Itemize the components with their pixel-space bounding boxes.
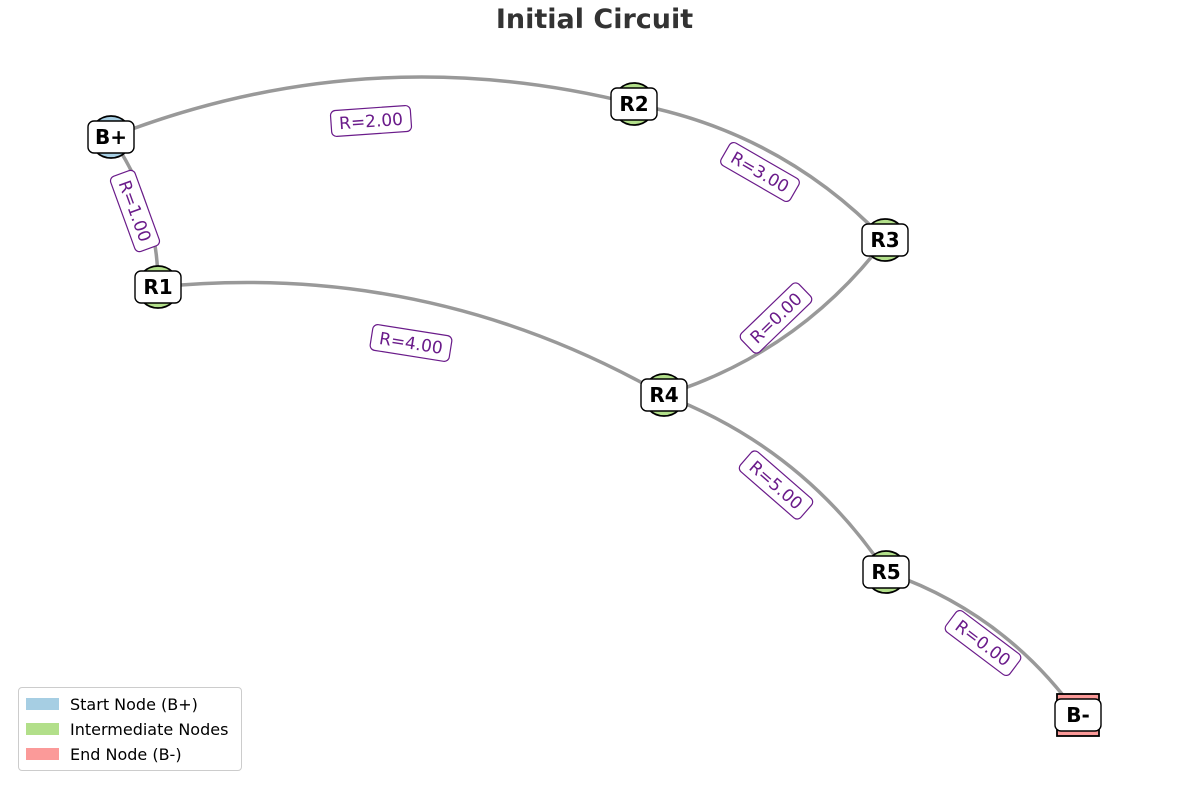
edge-label-box	[720, 141, 800, 203]
node-label: R2	[619, 92, 648, 116]
node-bplus: B+	[87, 115, 135, 159]
node-label: R3	[870, 228, 899, 252]
edge-label: R=5.00	[738, 450, 814, 520]
node-label-box	[861, 223, 909, 257]
legend-label-end: End Node (B-)	[70, 744, 182, 764]
edge-label-text: R=2.00	[338, 110, 403, 134]
diagram-title: Initial Circuit	[495, 4, 694, 35]
edge-label: R=2.00	[329, 104, 413, 138]
edge-label-box	[944, 609, 1022, 677]
legend: Start Node (B+) Intermediate Nodes End N…	[18, 687, 242, 771]
legend-label-start: Start Node (B+)	[70, 694, 198, 714]
edge-r1-r4	[156, 280, 666, 397]
edge-r5-bminus	[884, 570, 1080, 717]
legend-item-end: End Node (B-)	[26, 744, 182, 764]
legend-item-start: Start Node (B+)	[26, 694, 198, 714]
node-label: B+	[95, 125, 127, 149]
edge-label-box	[738, 450, 814, 520]
node-label: R1	[143, 275, 172, 299]
legend-swatch-end	[26, 748, 59, 760]
edge-label-box	[369, 324, 453, 362]
node-r1: R1	[134, 265, 182, 309]
node-r3: R3	[861, 218, 909, 262]
edge-r3-r4	[662, 238, 887, 397]
node-label-box	[1054, 698, 1102, 732]
node-label-box	[610, 87, 658, 121]
edge-label-box	[329, 104, 413, 138]
legend-item-intermediate: Intermediate Nodes	[26, 719, 228, 739]
node-label: R5	[871, 560, 900, 584]
node-label-box	[862, 555, 910, 589]
edge-label-box	[109, 169, 161, 253]
node-label-box	[640, 378, 688, 412]
edges-layer	[109, 75, 1080, 717]
edge-r2-r3	[632, 102, 887, 242]
legend-label-intermediate: Intermediate Nodes	[70, 719, 229, 739]
node-label: R4	[649, 383, 678, 407]
node-label-box	[87, 120, 135, 154]
edge-label-box	[739, 282, 813, 354]
edge-bplus-r2	[109, 75, 636, 139]
edge-label: R=3.00	[720, 141, 800, 203]
node-r4: R4	[640, 373, 688, 417]
node-r5: R5	[862, 550, 910, 594]
node-bminus: B-	[1054, 693, 1102, 737]
legend-swatch-intermediate	[26, 723, 59, 735]
node-label-box	[134, 270, 182, 304]
node-r2: R2	[610, 82, 658, 126]
node-label: B-	[1066, 703, 1090, 727]
edge-label: R=1.00	[109, 169, 161, 253]
edge-label: R=4.00	[369, 324, 453, 362]
edge-r4-r5	[662, 393, 888, 574]
legend-swatch-start	[26, 698, 59, 710]
